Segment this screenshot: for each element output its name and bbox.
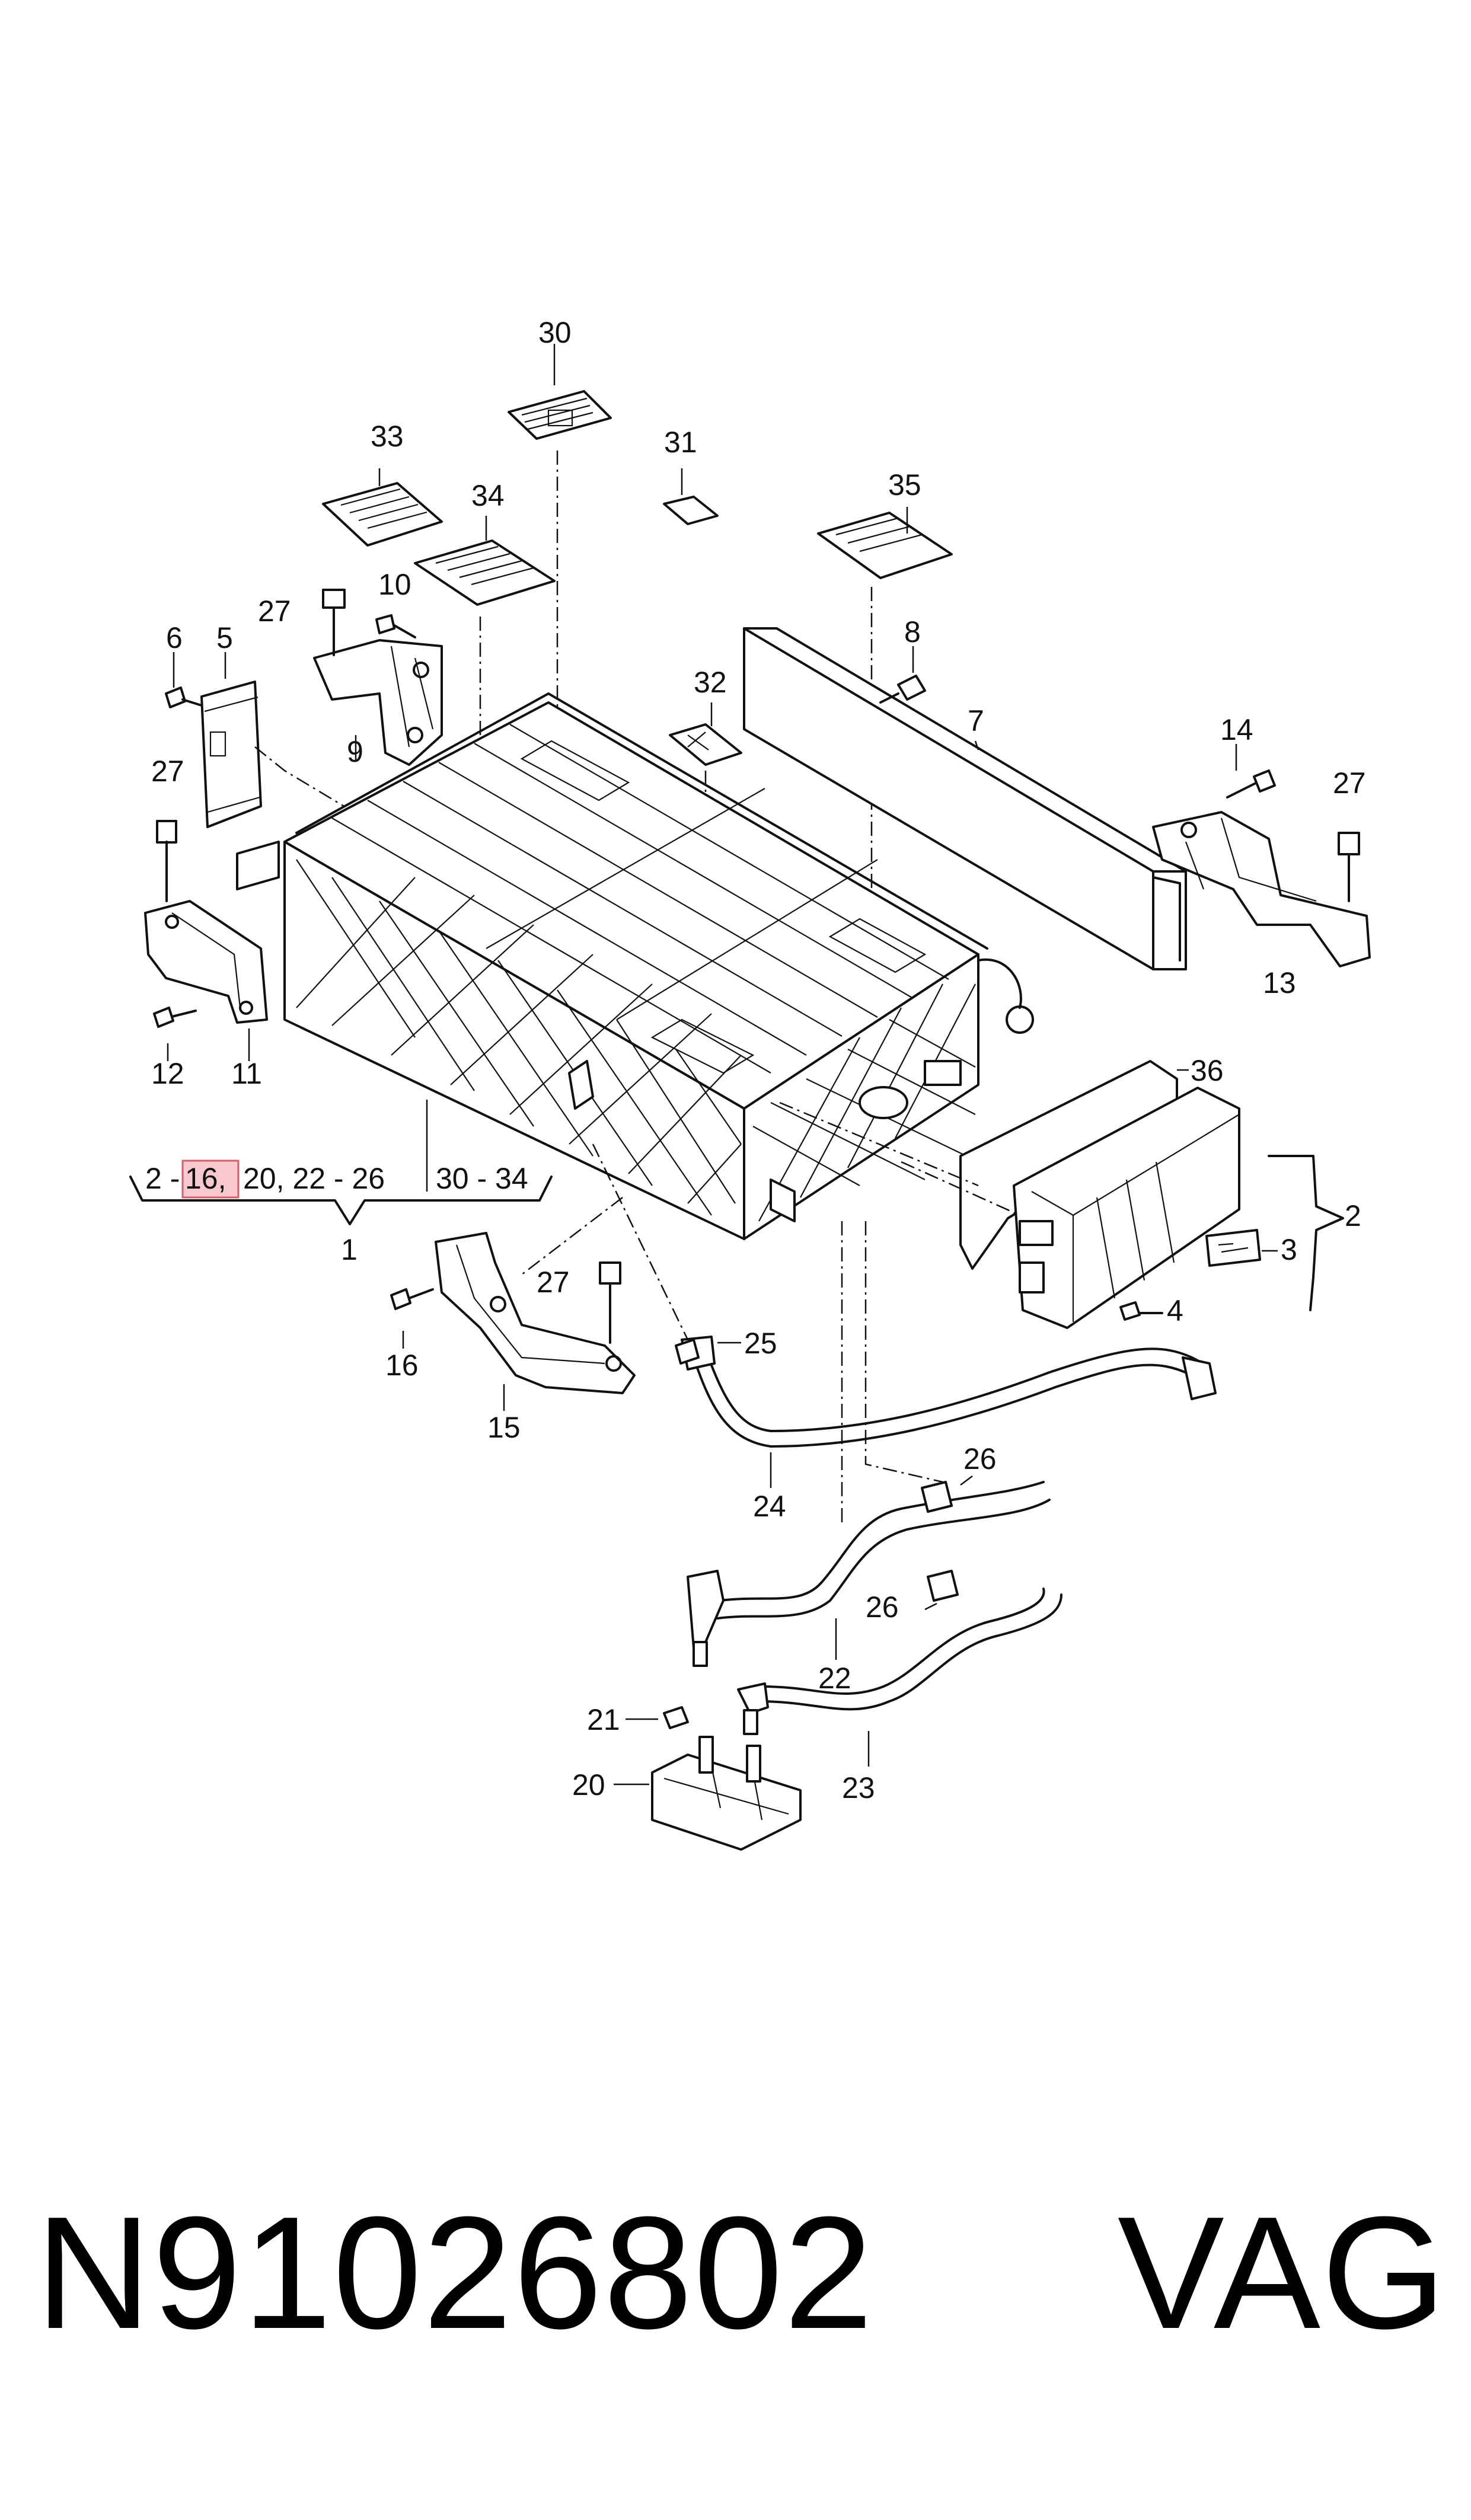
bracket-20 bbox=[651, 1736, 802, 1851]
assembly-note-part-b: 20, 22 - 26 bbox=[243, 1162, 385, 1195]
high-voltage-battery bbox=[236, 692, 1034, 1240]
callout-23: 23 bbox=[842, 1771, 875, 1804]
label-32 bbox=[669, 723, 742, 766]
callout-16: 16 bbox=[385, 1349, 419, 1382]
part-number: N91026802 bbox=[36, 2184, 875, 2362]
coolant-hose-24 bbox=[681, 1336, 1217, 1448]
callout-4: 4 bbox=[1167, 1294, 1183, 1327]
bolt-12 bbox=[153, 1007, 197, 1028]
bolt-8 bbox=[879, 675, 926, 704]
callout-36: 36 bbox=[1191, 1054, 1224, 1087]
callout-24: 24 bbox=[753, 1490, 786, 1523]
callout-21: 21 bbox=[587, 1703, 620, 1736]
label-30 bbox=[508, 390, 612, 440]
callout-7: 7 bbox=[968, 704, 984, 737]
callout-33: 33 bbox=[371, 420, 404, 453]
label-34 bbox=[414, 539, 556, 606]
bracket-9 bbox=[313, 639, 443, 766]
clamp-26-lower bbox=[927, 1570, 959, 1602]
bolt-4 bbox=[1119, 1301, 1163, 1321]
bolt-27-upper bbox=[322, 589, 346, 656]
battery-control-unit bbox=[1013, 1087, 1240, 1329]
label-31 bbox=[663, 496, 719, 525]
bracket-11 bbox=[144, 900, 268, 1024]
assembly-note-highlighted: 16, bbox=[185, 1162, 226, 1195]
nut-21 bbox=[663, 1706, 689, 1729]
clamp-26-upper bbox=[921, 1481, 953, 1513]
callout-30: 30 bbox=[538, 316, 572, 349]
bolt-16 bbox=[390, 1288, 434, 1310]
callout-35: 35 bbox=[888, 468, 921, 502]
label-3 bbox=[1205, 1229, 1261, 1267]
callout-5: 5 bbox=[216, 621, 233, 654]
callout-6: 6 bbox=[166, 621, 183, 654]
label-35 bbox=[817, 512, 953, 579]
control-module-5 bbox=[200, 681, 262, 828]
callout-27-left: 27 bbox=[151, 755, 184, 788]
assembly-note-part-c: 30 - 34 bbox=[436, 1162, 528, 1195]
callout-8: 8 bbox=[904, 615, 921, 649]
callout-27-lower: 27 bbox=[537, 1266, 570, 1299]
bolt-27-right bbox=[1338, 832, 1360, 902]
callout-9: 9 bbox=[347, 735, 363, 768]
callout-1: 1 bbox=[341, 1233, 358, 1266]
exploded-parts-diagram: 2 - 16, 20, 22 - 26 30 - 34 30 33 34 31 … bbox=[129, 316, 1371, 1851]
assembly-note-highlight bbox=[181, 1160, 240, 1199]
callout-3: 3 bbox=[1281, 1233, 1297, 1266]
callout-34: 34 bbox=[471, 479, 505, 512]
callout-11: 11 bbox=[231, 1057, 262, 1090]
callout-10: 10 bbox=[378, 568, 411, 601]
callout-26-upper: 26 bbox=[963, 1442, 997, 1475]
callout-27-right: 27 bbox=[1333, 766, 1366, 800]
bolt-6 bbox=[165, 686, 203, 708]
bracket-13 bbox=[1152, 811, 1371, 967]
callout-26-lower: 26 bbox=[866, 1590, 899, 1624]
callout-25: 25 bbox=[744, 1327, 777, 1360]
callout-15: 15 bbox=[487, 1411, 521, 1444]
callout-22: 22 bbox=[818, 1662, 851, 1695]
callout-20: 20 bbox=[572, 1768, 605, 1802]
callout-14: 14 bbox=[1220, 713, 1253, 746]
battery-cover-plate bbox=[743, 627, 1187, 970]
label-33 bbox=[322, 482, 443, 547]
bolt-27-lower bbox=[599, 1261, 621, 1344]
assembly-note: 2 - 16, 20, 22 - 26 30 - 34 bbox=[129, 1100, 553, 1225]
brand-name: VAG bbox=[1117, 2184, 1447, 2362]
assembly-note-part-a: 2 - bbox=[145, 1162, 180, 1195]
callout-27-upper: 27 bbox=[258, 595, 291, 628]
clamp-25 bbox=[675, 1339, 700, 1365]
bolt-14 bbox=[1226, 769, 1276, 799]
bolt-27-left bbox=[156, 820, 177, 902]
callout-12: 12 bbox=[151, 1057, 184, 1090]
coolant-hose-23 bbox=[737, 1588, 1062, 1735]
callout-31: 31 bbox=[664, 426, 697, 459]
bracket-15 bbox=[435, 1232, 636, 1394]
callout-13: 13 bbox=[1263, 966, 1296, 999]
callout-2: 2 bbox=[1345, 1199, 1361, 1232]
coolant-hose-22 bbox=[687, 1481, 1051, 1667]
callout-32: 32 bbox=[694, 666, 727, 699]
bolt-10 bbox=[375, 614, 416, 638]
